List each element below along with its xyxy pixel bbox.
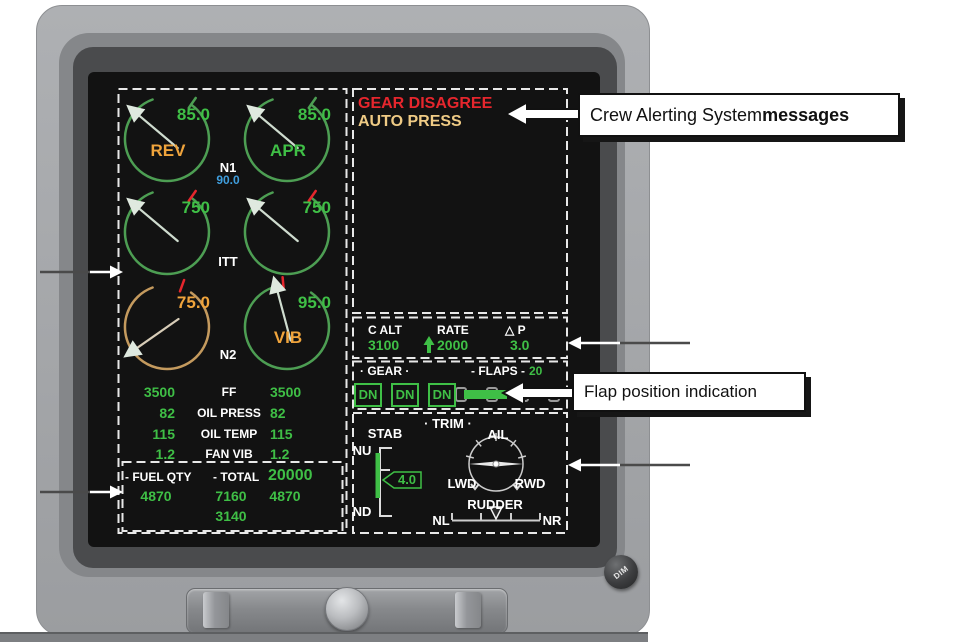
rate-value: 2000 (437, 337, 469, 353)
n1-label: N1 (219, 160, 237, 175)
apr-label: APR (270, 141, 306, 160)
delta-p-label: △ P (505, 323, 526, 337)
gear-nose-indicator: DN (391, 383, 419, 407)
gear-right-indicator: DN (428, 383, 456, 407)
oil-press-right-value: 82 (270, 405, 286, 421)
itt-left-value: 750 (181, 198, 210, 217)
gear-label: · GEAR · (360, 364, 410, 378)
trim-label: · TRIM · (424, 416, 472, 431)
n2-label: N2 (219, 347, 237, 362)
rudder-nr-label: NR (542, 513, 562, 528)
n2-right-value: 95.0 (297, 293, 331, 312)
ail-rwd-label: RWD (514, 476, 546, 491)
fan-vib-right-value: 1.2 (270, 446, 290, 462)
cabin-alt-label: C ALT (368, 323, 402, 337)
dim-knob[interactable]: DIM (604, 555, 638, 589)
vib-label: VIB (273, 328, 303, 347)
flaps-callout-text: Flap position indication (584, 382, 757, 401)
flaps-callout-label: Flap position indication (572, 372, 806, 412)
fan-vib-label: FAN VIB (205, 447, 253, 461)
oil-temp-left-value: 115 (152, 426, 175, 442)
oil-press-left-value: 82 (159, 405, 175, 421)
ff-left-value: 3500 (143, 384, 175, 400)
oil-temp-right-value: 115 (270, 426, 293, 442)
oil-press-label: OIL PRESS (197, 406, 261, 420)
fuel-total-value: 20000 (268, 467, 313, 484)
ail-label: AIL (487, 427, 509, 442)
fuel-right-value: 4870 (269, 488, 301, 504)
oil-temp-label: OIL TEMP (200, 427, 258, 441)
cas-callout-text-normal: Crew Alerting System (590, 104, 763, 125)
fuel-center-value: 7160 (215, 488, 247, 504)
ff-right-value: 3500 (270, 384, 302, 400)
ff-label: FF (221, 385, 237, 399)
rudder-label: RUDDER (467, 497, 523, 512)
handle-grip-left (203, 592, 229, 628)
ail-lwd-label: LWD (447, 476, 477, 491)
stab-trim-value: 4.0 (397, 472, 417, 487)
fuel-aux-value: 3140 (215, 508, 247, 524)
fan-vib-left-value: 1.2 (155, 446, 175, 462)
table-edge (0, 632, 648, 642)
stab-nu-label: NU (352, 443, 372, 458)
fuel-left-value: 4870 (140, 488, 172, 504)
itt-right-value: 750 (302, 198, 331, 217)
flaps-label: - FLAPS - (471, 364, 525, 378)
itt-label: ITT (218, 254, 238, 269)
dim-knob-label: DIM (611, 563, 631, 581)
flaps-value: 20 (529, 364, 543, 378)
rate-label: RATE (437, 323, 469, 337)
n1-left-value: 85.0 (176, 105, 210, 124)
stab-label: STAB (367, 426, 403, 441)
cas-callout-text-bold: messages (762, 104, 850, 125)
stab-nd-label: ND (352, 504, 372, 519)
gear-left-indicator: DN (354, 383, 382, 407)
cas-callout-label: Crew Alerting System messages (578, 93, 900, 137)
fuel-total-label: - TOTAL (213, 470, 260, 484)
fuel-qty-label: - FUEL QTY (125, 470, 192, 484)
rev-label: REV (150, 141, 186, 160)
n1-right-value: 85.0 (297, 105, 331, 124)
cas-message-gear-disagree: GEAR DISAGREE (358, 95, 493, 112)
center-knob (325, 587, 369, 631)
cabin-alt-value: 3100 (368, 337, 400, 353)
cas-message-auto-press: AUTO PRESS (358, 113, 462, 130)
n2-left-value: 75.0 (176, 293, 210, 312)
handle-grip-right (455, 592, 481, 628)
n1-bug-value: 90.0 (216, 173, 240, 187)
flaps-header: - FLAPS - 20 (471, 365, 542, 377)
delta-p-value: 3.0 (510, 337, 530, 353)
rudder-nl-label: NL (432, 513, 450, 528)
